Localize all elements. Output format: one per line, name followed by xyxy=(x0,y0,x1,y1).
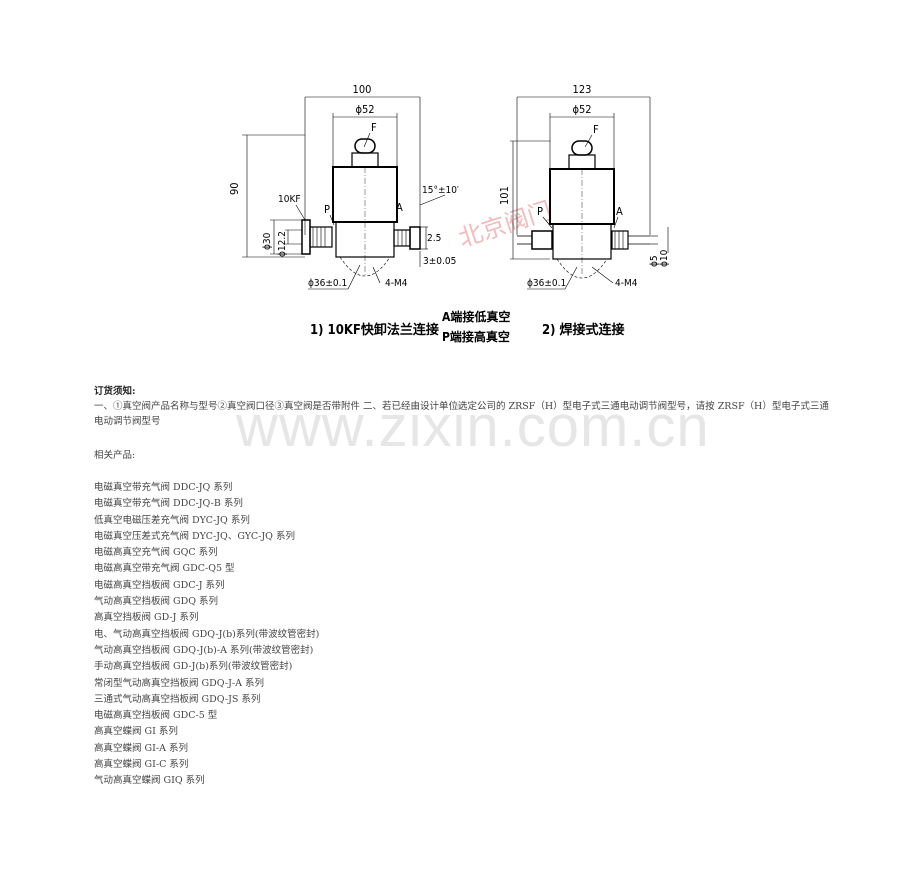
left-dim-3: 3±0.05 xyxy=(423,256,456,267)
list-item: 气动高真空挡板阀 GDQ 系列 xyxy=(94,596,219,608)
right-dim-width: 123 xyxy=(573,83,592,96)
list-item: 低真空电磁压差充气阀 DYC-JQ 系列 xyxy=(94,514,250,526)
list-item: 电磁真空带充气阀 DDC-JQ 系列 xyxy=(94,482,233,493)
list-item: 气动高真空挡板阀 GDQ-J(b)-A 系列(带波纹管密封) xyxy=(94,644,314,656)
watermark: www.zixin.com.cn xyxy=(236,394,710,459)
right-dim-5: ϕ5 xyxy=(649,255,660,267)
right-dim-36: ϕ36±0.1 xyxy=(527,278,566,289)
right-caption: 2) 焊接式连接 xyxy=(542,322,625,338)
left-dim-122: ϕ12.2 xyxy=(277,231,288,257)
left-dim-25: 2.5 xyxy=(427,233,441,244)
list-item: 三通式气动高真空挡板阀 GDQ-JS 系列 xyxy=(94,693,261,705)
order-notice-title: 订货须知: xyxy=(94,386,136,397)
list-item: 高真空蝶阀 GI 系列 xyxy=(94,726,178,738)
right-dim-diameter: ϕ52 xyxy=(572,103,591,116)
left-dim-angle: 15°±10′ xyxy=(422,185,459,196)
list-item: 电磁高真空挡板阀 GDC-J 系列 xyxy=(94,579,225,591)
left-dim-36: ϕ36±0.1 xyxy=(308,278,347,289)
left-caption: 1) 10KF快卸法兰连接 xyxy=(310,322,439,338)
valve-technical-drawing: 100 ϕ52 F 90 10KF xyxy=(228,75,670,345)
right-label-f: F xyxy=(593,123,599,136)
order-notice-body: 一、①真空阀产品名称与型号②真空阀口径③真空阀是否带附件 二、若已经由设计单位选… xyxy=(94,401,829,427)
note-p-end: P端接高真空 xyxy=(442,329,510,344)
drawing-svg: 100 ϕ52 F 90 10KF xyxy=(228,83,670,344)
list-item: 电磁高真空挡板阀 GDC-5 型 xyxy=(94,710,218,722)
list-item: 电磁高真空带充气阀 GDC-Q5 型 xyxy=(94,563,235,575)
left-view: 100 ϕ52 F 90 10KF xyxy=(228,83,459,338)
list-item: 手动高真空挡板阀 GD-J(b)系列(带波纹管密封) xyxy=(94,661,293,673)
left-dim-height: 90 xyxy=(230,182,241,195)
list-item: 常闭型气动高真空挡板阀 GDQ-J-A 系列 xyxy=(94,677,264,689)
related-products-list: 电磁真空带充气阀 DDC-JQ 系列 电磁真空带充气阀 DDC-JQ-B 系列 … xyxy=(94,480,834,790)
right-label-p: P xyxy=(537,205,543,218)
left-label-f: F xyxy=(371,121,377,134)
list-item: 电磁高真空充气阀 GQC 系列 xyxy=(94,547,218,559)
spacer xyxy=(94,429,834,448)
list-item: 电、气动高真空挡板阀 GDQ-J(b)系列(带波纹管密封) xyxy=(94,628,320,640)
left-dim-30: ϕ30 xyxy=(262,232,273,250)
list-item: 电磁真空压差式充气阀 DYC-JQ、GYC-JQ 系列 xyxy=(94,530,295,542)
list-item: 高真空蝶阀 GI-C 系列 xyxy=(94,759,189,771)
list-item: 高真空挡板阀 GD-J 系列 xyxy=(94,612,199,624)
right-label-a: A xyxy=(616,205,623,218)
note-a-end: A端接低真空 xyxy=(442,309,510,324)
list-item: 高真空蝶阀 GI-A 系列 xyxy=(94,742,188,754)
right-dim-10: ϕ10 xyxy=(659,249,670,267)
left-label-a: A xyxy=(396,201,403,214)
left-dim-4m4: 4-M4 xyxy=(385,278,408,289)
right-dim-height: 101 xyxy=(498,186,511,205)
left-dim-diameter: ϕ52 xyxy=(355,103,374,116)
list-item: 电磁真空带充气阀 DDC-JQ-B 系列 xyxy=(94,498,243,510)
right-view: 123 ϕ52 F 101 P A xyxy=(498,83,670,338)
left-dim-width: 100 xyxy=(353,83,372,96)
left-label-10kf: 10KF xyxy=(278,194,301,205)
left-label-p: P xyxy=(324,203,330,216)
related-products-title: 相关产品: xyxy=(94,450,136,461)
document-text: 订货须知: 一、①真空阀产品名称与型号②真空阀口径③真空阀是否带附件 二、若已经… xyxy=(94,384,834,790)
list-item: 气动高真空蝶阀 GIQ 系列 xyxy=(94,775,205,787)
right-dim-4m4: 4-M4 xyxy=(615,278,638,289)
spacer xyxy=(94,463,834,480)
